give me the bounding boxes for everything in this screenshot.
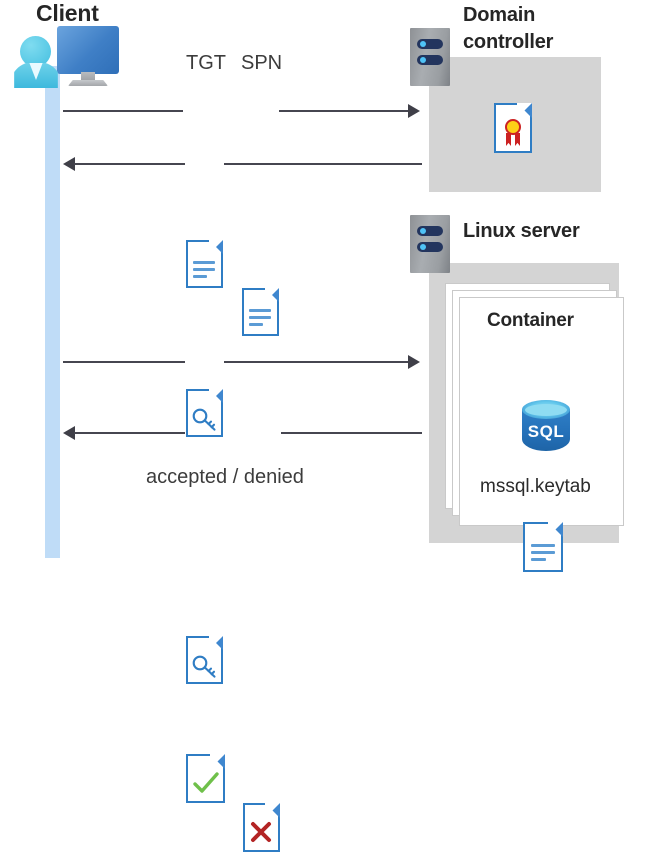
doc-text-line	[531, 544, 555, 547]
key-icon	[192, 408, 216, 431]
rack-led-icon	[420, 57, 426, 63]
rack-led-icon	[420, 244, 426, 250]
doc-fold-cut	[517, 103, 532, 118]
rack-slot	[417, 55, 443, 65]
request-key-document-icon	[186, 636, 223, 684]
doc-fold	[209, 636, 223, 650]
doc-fold-cut	[548, 522, 563, 537]
doc-text-line	[531, 558, 546, 561]
doc-text-line	[193, 268, 215, 271]
doc-fold	[209, 240, 223, 254]
doc-fold	[209, 389, 223, 403]
doc-text-line	[193, 261, 215, 264]
certificate-ribbon-right	[515, 133, 520, 146]
doc-text-line	[249, 309, 271, 312]
certificate-ribbon-left	[506, 133, 511, 146]
doc-text-line	[531, 551, 555, 554]
doc-fold	[210, 754, 225, 769]
client-computer-user-icon	[10, 22, 120, 88]
message-1-arrowhead-right	[408, 104, 420, 118]
message-1-line-left	[63, 110, 183, 112]
message-3-arrowhead-right	[408, 355, 420, 369]
sql-database-icon: SQL	[522, 400, 570, 454]
ticket-key-document-icon	[186, 389, 223, 437]
rack-led-icon	[420, 228, 426, 234]
message-4-arrowhead-left	[63, 426, 75, 440]
domain-controller-title-line1: Domain	[463, 4, 536, 26]
sql-label: SQL	[527, 422, 565, 441]
message-1-line-right	[279, 110, 409, 112]
check-icon	[193, 772, 219, 793]
doc-fold-cut	[265, 803, 280, 818]
certificate-doc-icon	[494, 103, 532, 153]
doc-fold	[265, 288, 279, 302]
message-3-line-right	[224, 361, 409, 363]
domain-controller-title: Domain controller	[463, 2, 633, 56]
user-collar	[29, 63, 43, 80]
key-icon	[192, 655, 216, 678]
denied-document-icon	[243, 803, 280, 852]
doc-fold-cut	[209, 389, 223, 403]
server-rack-icon-domain-controller	[410, 28, 450, 86]
page-title-client: Client	[36, 0, 99, 26]
linux-server-title: Linux server	[463, 220, 580, 242]
message-4-line-right	[281, 432, 422, 434]
message-2-line-left	[74, 163, 185, 165]
accepted-document-icon	[186, 754, 225, 803]
doc-fold	[265, 803, 280, 818]
domain-controller-title-line2: controller	[463, 31, 554, 53]
spn-label: SPN	[241, 52, 283, 74]
monitor-screen	[57, 26, 119, 74]
accepted-denied-caption: accepted / denied	[146, 466, 304, 488]
client-lifeline	[45, 66, 60, 558]
doc-text-line	[193, 275, 207, 278]
rack-led-icon	[420, 41, 426, 47]
doc-fold	[517, 103, 532, 118]
doc-fold-cut	[209, 636, 223, 650]
rack-slot	[417, 242, 443, 252]
rack-slot	[417, 226, 443, 236]
doc-text-line	[249, 316, 271, 319]
server-rack-icon-linux-server	[410, 215, 450, 273]
monitor-neck	[81, 72, 95, 82]
container-title: Container	[487, 310, 574, 331]
doc-fold-cut	[209, 240, 223, 254]
doc-text-line	[249, 323, 263, 326]
keytab-filename-label: mssql.keytab	[480, 476, 591, 497]
user-head	[20, 36, 51, 67]
doc-fold	[548, 522, 563, 537]
cross-icon	[251, 822, 271, 842]
message-2-arrowhead-left	[63, 157, 75, 171]
keytab-document-icon	[523, 522, 563, 572]
rack-slot	[417, 39, 443, 49]
tgt-label: TGT	[186, 52, 226, 74]
certificate-seal-icon	[505, 119, 521, 135]
doc-fold-cut	[265, 288, 279, 302]
message-2-line-right	[224, 163, 422, 165]
cylinder-lip	[525, 404, 567, 416]
tgt-document-icon	[186, 240, 223, 288]
user-torso	[14, 63, 58, 88]
monitor-base	[68, 80, 108, 86]
message-4-line-left	[74, 432, 185, 434]
diagram-canvas: Client Domain controller Linux server	[10, 0, 633, 852]
message-3-line-left	[63, 361, 185, 363]
doc-fold-cut	[210, 754, 225, 769]
spn-document-icon	[242, 288, 279, 336]
